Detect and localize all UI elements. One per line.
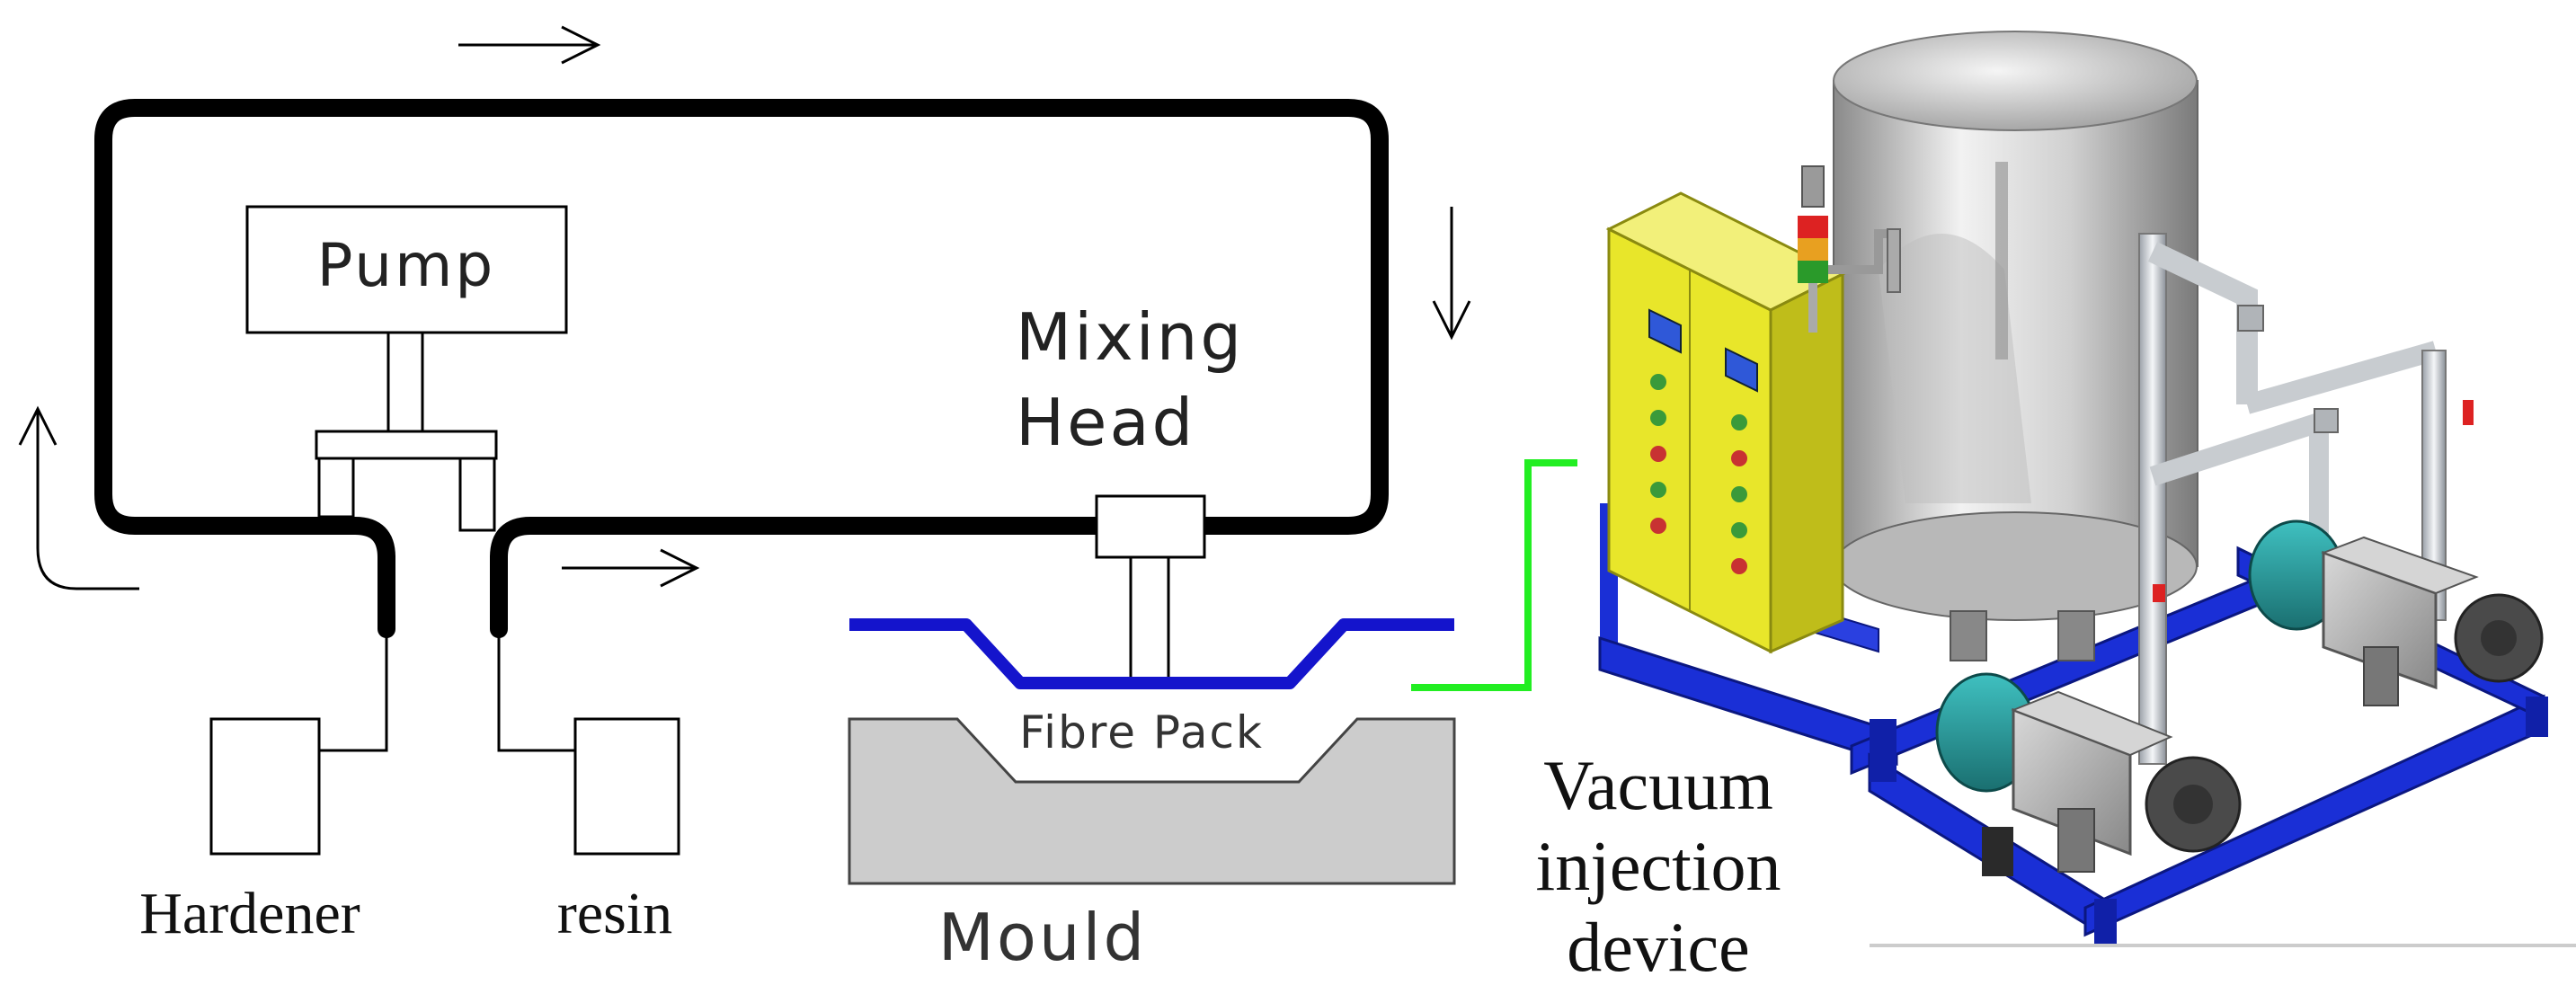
indicator-light bbox=[1650, 374, 1666, 390]
signal-tower bbox=[1798, 165, 1901, 333]
resin-container bbox=[573, 717, 680, 856]
vacuum-bag bbox=[849, 618, 1454, 689]
pump-label: Pump bbox=[317, 231, 496, 300]
resin-label: resin bbox=[557, 881, 672, 946]
vacuum-label-line1: Vacuum bbox=[1543, 746, 1773, 824]
indicator-light bbox=[1731, 522, 1747, 538]
pump-leg-right bbox=[458, 457, 496, 532]
arrow-right-icon bbox=[458, 25, 601, 65]
mould bbox=[848, 717, 1456, 885]
indicator-light bbox=[1650, 518, 1666, 534]
schematic: Pump Hardener resin Mixing Head Fibre Pa… bbox=[18, 25, 1781, 986]
vacuum-injection-device bbox=[1598, 31, 2576, 947]
resin-line bbox=[497, 629, 575, 752]
indicator-light bbox=[1650, 482, 1666, 498]
mixing-head-label-line2: Head bbox=[1016, 385, 1195, 460]
pump-manifold bbox=[315, 430, 498, 460]
indicator-light bbox=[1650, 410, 1666, 426]
hardener-label: Hardener bbox=[139, 881, 360, 946]
indicator-light bbox=[1650, 446, 1666, 462]
mixing-head bbox=[1095, 494, 1206, 559]
hardener-container bbox=[209, 717, 321, 856]
indicator-light bbox=[1731, 450, 1747, 466]
vacuum-tank bbox=[1833, 31, 2198, 661]
vacuum-pump bbox=[1935, 672, 2242, 876]
control-cabinet bbox=[1605, 191, 1846, 654]
mould-label: Mould bbox=[938, 900, 1148, 975]
indicator-light bbox=[1731, 486, 1747, 502]
injection-nozzle bbox=[1129, 555, 1170, 685]
mixing-head-label-line1: Mixing bbox=[1016, 299, 1244, 375]
vacuum-pump bbox=[2248, 519, 2544, 706]
pump-leg-left bbox=[317, 457, 355, 519]
piping bbox=[2138, 233, 2474, 765]
fibre-pack-label: Fibre Pack bbox=[1019, 706, 1264, 759]
hardener-line bbox=[319, 629, 388, 752]
vacuum-label-line2: injection bbox=[1536, 827, 1781, 905]
indicator-light bbox=[1731, 414, 1747, 430]
arrow-right-icon bbox=[562, 548, 700, 588]
vacuum-line bbox=[1411, 459, 1577, 691]
indicator-light bbox=[1731, 558, 1747, 574]
pump-shaft bbox=[386, 331, 424, 433]
vacuum-label-line3: device bbox=[1567, 908, 1750, 986]
arrow-down-icon bbox=[1432, 207, 1471, 341]
arrow-up-icon bbox=[18, 405, 139, 590]
recirculation-loop bbox=[94, 99, 1389, 620]
